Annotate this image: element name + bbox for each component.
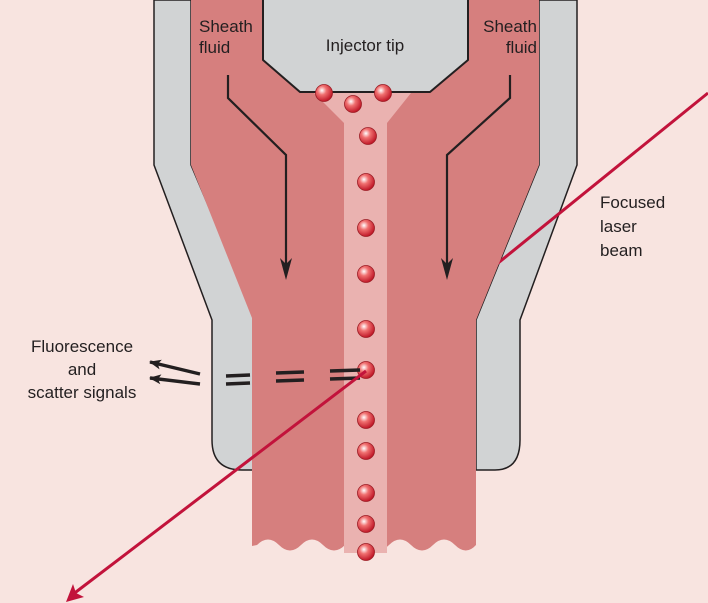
laser-beam-label-line3: beam — [600, 239, 665, 263]
signal-dash — [276, 372, 304, 373]
particle — [345, 96, 362, 113]
signal-dash — [276, 380, 304, 381]
injector-tip-label: Injector tip — [300, 35, 430, 56]
signals-label-line2: and — [12, 358, 152, 381]
sheath-fluid-label-right-line1: Sheath — [471, 16, 537, 37]
sheath-fluid-label-left-line2: fluid — [199, 37, 253, 58]
signal-dash — [330, 370, 360, 371]
signal-arrow-upper — [150, 362, 200, 374]
particle — [358, 412, 375, 429]
particle — [358, 516, 375, 533]
particle — [375, 85, 392, 102]
particle — [358, 174, 375, 191]
laser-beam-label-line2: laser — [600, 215, 665, 239]
particle — [316, 85, 333, 102]
particle — [358, 544, 375, 561]
particle — [358, 485, 375, 502]
sheath-fluid-label-right: Sheath fluid — [471, 16, 537, 58]
particle — [360, 128, 377, 145]
signals-label-line3: scatter signals — [12, 381, 152, 404]
signals-label: Fluorescence and scatter signals — [12, 335, 152, 404]
laser-beam-label: Focused laser beam — [600, 191, 665, 263]
sheath-fluid-label-left-line1: Sheath — [199, 16, 253, 37]
particle — [358, 266, 375, 283]
particle — [358, 443, 375, 460]
particle — [358, 220, 375, 237]
signal-dash — [226, 375, 250, 376]
sheath-fluid-label-right-line2: fluid — [471, 37, 537, 58]
laser-beam-label-line1: Focused — [600, 191, 665, 215]
signal-dash — [226, 383, 250, 384]
sheath-fluid-label-left: Sheath fluid — [199, 16, 253, 58]
particle — [358, 321, 375, 338]
signal-arrow-lower — [150, 378, 200, 384]
injector-tip-label-text: Injector tip — [326, 36, 404, 55]
signals-label-line1: Fluorescence — [12, 335, 152, 358]
